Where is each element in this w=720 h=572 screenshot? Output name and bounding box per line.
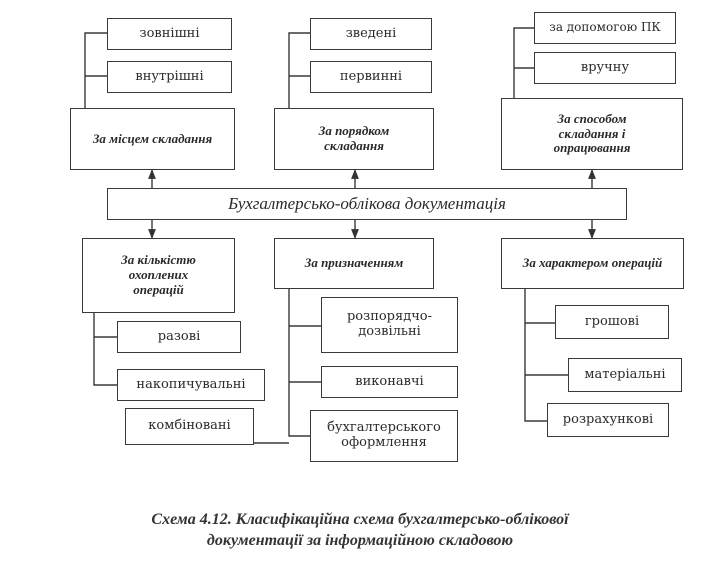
category-method: За способом складання і опрацювання: [501, 98, 683, 170]
item-quantity-combined: комбіновані: [125, 408, 254, 445]
category-purpose: За призначенням: [274, 238, 434, 289]
item-quantity-single: разові: [117, 321, 241, 353]
diagram-caption-line-1: Схема 4.12. Класифікаційна схема бухгалт…: [151, 511, 569, 528]
category-order: За порядком складання: [274, 108, 434, 170]
line-method-branch: [513, 27, 534, 98]
item-order-summary: зведені: [310, 18, 432, 50]
item-purpose-administrative: розпорядчо-дозвільні: [321, 297, 458, 353]
item-order-primary: первинні: [310, 61, 432, 93]
item-place-external: зовнішні: [107, 18, 232, 50]
item-place-internal: внутрішні: [107, 61, 232, 93]
line-purpose-branch: [288, 289, 310, 437]
item-purpose-executive: виконавчі: [321, 366, 458, 398]
category-quantity: За кількістю охоплених операцій: [82, 238, 235, 313]
line-character-branch: [524, 289, 547, 422]
item-method-pc: за допомогою ПК: [534, 12, 676, 44]
category-character: За характером операцій: [501, 238, 684, 289]
line-quantity-branch: [93, 313, 117, 386]
line-place-branch: [84, 32, 107, 108]
item-character-monetary: грошові: [555, 305, 669, 339]
item-character-material: матеріальні: [568, 358, 682, 392]
root-node: Бухгалтерсько-облікова документація: [107, 188, 627, 220]
diagram-caption-line-2: документації за інформаційною складовою: [206, 532, 514, 549]
item-quantity-cumulative: накопичувальні: [117, 369, 265, 401]
item-character-settlement: розрахункові: [547, 403, 669, 437]
item-purpose-accounting-formalization: бухгалтерського оформлення: [310, 410, 458, 462]
item-method-manual: вручну: [534, 52, 676, 84]
line-order-branch: [288, 32, 310, 108]
category-place: За місцем складання: [70, 108, 235, 170]
